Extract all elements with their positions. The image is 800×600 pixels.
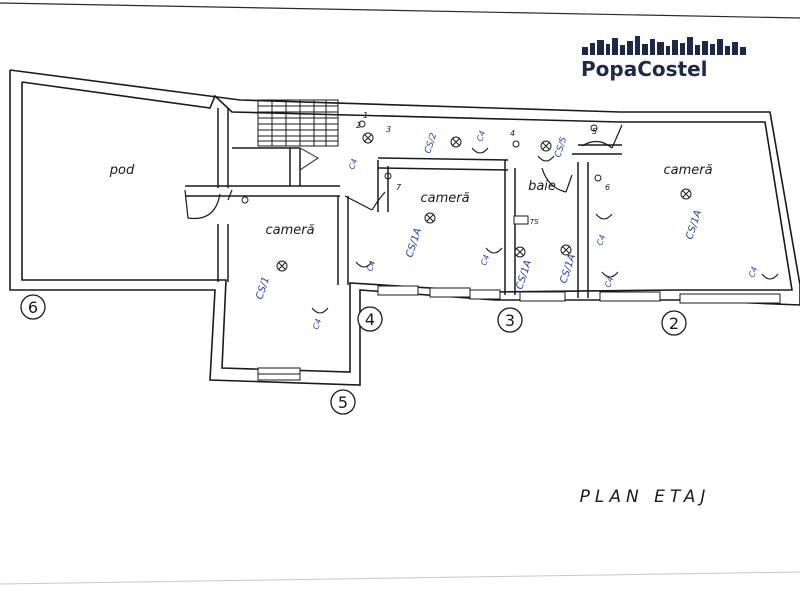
ref-number-7: 7 [396,183,402,192]
axis-marker-5 [330,389,356,415]
room-label-camera-left: cameră [265,223,314,238]
brand-logo: PopaCostel [581,36,746,81]
ref-number-4: 4 [510,129,515,138]
socket-icon [485,247,503,254]
drawing-title: PLAN ETAJ [580,487,711,507]
room-label-camera-right: cameră [663,163,712,178]
circuit-label-cs1a-middle: CS/1A [404,227,424,259]
circuit-label-c4: C4 [311,318,323,331]
ceiling-lamp-icons [276,132,692,272]
ref-number-2: 2 [356,121,361,130]
axis-marker-4 [357,306,383,332]
circuit-label-cs1a-baie-2: CS/1A [558,253,578,285]
axis-marker-2 [661,310,687,336]
lamp-icon [560,244,572,256]
circuit-label-c4: C4 [475,130,487,143]
circuit-label-cs1: CS/1 [254,275,272,301]
socket-icons [311,147,779,314]
switch-icon [590,124,598,132]
ref-number-3: 3 [386,125,391,134]
room-label-baie: baie [528,179,556,194]
interior-walls [185,108,622,298]
axis-label-6: 6 [28,298,38,317]
switch-icon [594,174,602,182]
circuit-label-cs1a-baie-1: CS/1A [514,259,534,291]
paper-edge-top [0,2,800,19]
ref-number-6: 6 [605,183,610,192]
panel-icon [513,215,529,225]
socket-icon [595,213,613,220]
socket-icon [471,147,489,154]
circuit-label-c4: C4 [595,234,607,247]
circuit-label-cs5: CS/5 [553,136,569,159]
lamp-icon [276,260,288,272]
lamp-icon [362,132,374,144]
brand-logo-text: PopaCostel [581,57,708,81]
axis-markers: 6 5 4 3 2 [20,294,687,415]
lamp-icon [514,246,526,258]
axis-marker-3 [497,307,523,333]
windows [257,285,781,381]
room-label-pod: pod [109,163,135,178]
switch-icon [512,140,520,148]
switch-icons [241,120,602,204]
axis-marker-6 [20,294,46,320]
room-label-camera-middle: cameră [420,191,469,206]
exterior-walls [9,69,800,386]
axis-label-3: 3 [505,311,515,330]
lamp-icon [450,136,462,148]
panel-label-ts: TS [530,218,539,226]
socket-icon [537,155,555,162]
circuit-label-cs1a-right: CS/1A [684,209,704,241]
circuit-label-c4: C4 [603,276,615,289]
socket-icon [311,307,329,314]
axis-label-5: 5 [338,393,348,412]
socket-icon [761,273,779,280]
circuit-label-c4: C4 [347,158,359,171]
switch-icon [358,120,366,128]
circuit-label-c4: C4 [747,266,759,279]
socket-icon [601,271,619,278]
staircase [257,99,339,186]
socket-icon [355,261,373,268]
lamp-icon [680,188,692,200]
lamp-icon [424,212,436,224]
circuit-label-cs2: CS/2 [423,132,439,155]
axis-label-2: 2 [669,314,679,333]
circuit-label-c4: C4 [479,254,491,267]
switch-icon [384,172,392,180]
paper-edge-bottom [0,571,800,585]
circuit-label-c4: C4 [365,260,377,273]
skyline-icon [582,36,746,55]
doors [184,124,623,220]
ref-number-1: 1 [363,111,368,120]
switch-icon [241,196,249,204]
ref-number-5: 5 [592,127,597,136]
axis-label-4: 4 [365,310,375,329]
lamp-icon [540,140,552,152]
